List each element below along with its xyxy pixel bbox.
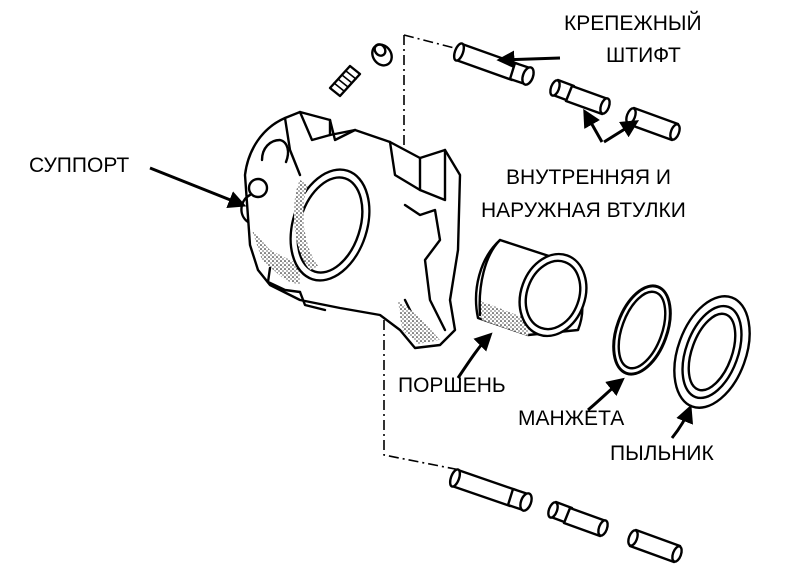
- label-bushings-line2: НАРУЖНАЯ ВТУЛКИ: [481, 199, 686, 222]
- caliper-body: [240, 110, 462, 350]
- outer-bushing-top: [625, 106, 681, 142]
- label-bushings-line1: ВНУТРЕННЯЯ И: [506, 166, 671, 189]
- guide-pin-top: [452, 42, 535, 86]
- piston: [474, 238, 588, 338]
- leader-arrows: [149, 50, 694, 439]
- bleeder-screw: [328, 43, 393, 98]
- label-boot: ПЫЛЬНИК: [610, 442, 715, 465]
- inner-bushing-bottom: [547, 500, 609, 538]
- guide-pin-bottom: [448, 468, 533, 512]
- label-seal: МАНЖЕТА: [518, 407, 624, 430]
- label-caliper: СУППОРТ: [29, 154, 129, 177]
- outer-bushing-bottom: [627, 528, 683, 564]
- inner-bushing-top: [549, 78, 611, 116]
- piston-seal: [612, 284, 672, 376]
- label-pin-line1: КРЕПЕЖНЫЙ: [564, 11, 702, 35]
- label-pin-line2: ШТИФТ: [606, 44, 681, 67]
- label-piston: ПОРШЕНЬ: [398, 374, 506, 397]
- dust-boot: [673, 295, 751, 409]
